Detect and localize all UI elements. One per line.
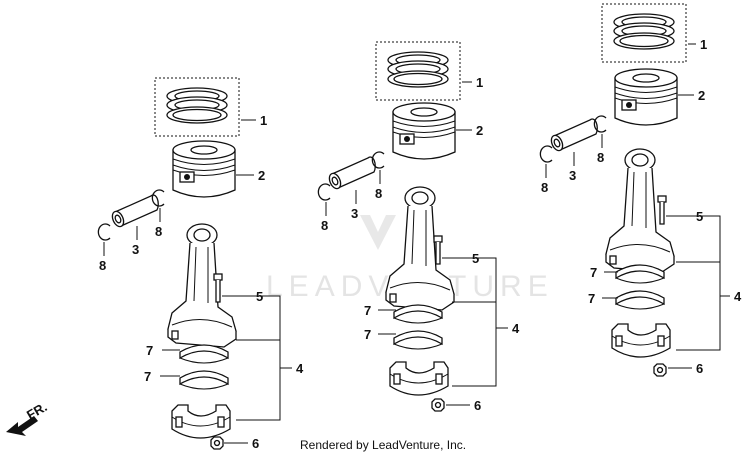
callout-1-middle: 1 [476, 75, 483, 90]
piston [172, 140, 236, 198]
pin-clip-left [317, 183, 331, 201]
callout-7a-middle: 7 [364, 303, 371, 318]
callout-2-left: 2 [258, 168, 265, 183]
bearing-lower [615, 290, 665, 310]
assembly-left: 1 2 3 8 8 5 7 7 6 4 [97, 77, 304, 451]
rod-cap [611, 323, 671, 358]
assembly-right: 1 2 3 8 8 5 7 7 6 4 [539, 3, 742, 377]
callout-4-middle: 4 [512, 321, 520, 336]
callout-8a-right: 8 [597, 150, 604, 165]
callout-8a-middle: 8 [375, 186, 382, 201]
rod-bolt [657, 195, 667, 225]
piston [614, 68, 678, 126]
callout-8b-right: 8 [541, 180, 548, 195]
callout-8a-left: 8 [155, 224, 162, 239]
front-direction-indicator: FR. [6, 399, 50, 436]
bearing-lower [393, 330, 443, 350]
pin-clip-left [97, 223, 111, 241]
rod-cap [171, 404, 231, 439]
callout-7b-left: 7 [144, 369, 151, 384]
credit-text: Rendered by LeadVenture, Inc. [300, 438, 467, 452]
rod-nut [210, 436, 224, 450]
callout-8b-left: 8 [99, 258, 106, 273]
bearing-lower [179, 370, 229, 390]
callout-4-right: 4 [734, 289, 742, 304]
callout-6-middle: 6 [474, 398, 481, 413]
rod-cap [389, 361, 449, 396]
piston-pin [109, 194, 159, 229]
callout-3-left: 3 [132, 242, 139, 257]
piston-pin [326, 156, 376, 191]
callout-3-middle: 3 [351, 206, 358, 221]
rod-nut [653, 363, 667, 377]
bearing-upper [179, 344, 229, 364]
arrow-icon [6, 416, 38, 436]
callout-7a-left: 7 [146, 343, 153, 358]
callout-8b-middle: 8 [321, 218, 328, 233]
callout-6-right: 6 [696, 361, 703, 376]
callout-1-left: 1 [260, 113, 267, 128]
assembly-middle: 1 2 3 8 8 5 7 7 6 4 [317, 41, 520, 413]
callout-6-left: 6 [252, 436, 259, 451]
callout-3-right: 3 [569, 168, 576, 183]
direction-label: FR. [24, 399, 50, 422]
piston-rings [601, 3, 687, 63]
piston-pin [548, 118, 598, 153]
piston [392, 102, 456, 160]
callout-7b-middle: 7 [364, 327, 371, 342]
callout-4-left: 4 [296, 361, 304, 376]
piston-rings [375, 41, 461, 101]
callout-7b-right: 7 [588, 291, 595, 306]
pin-clip-left [539, 145, 553, 163]
rod-nut [431, 398, 445, 412]
connecting-rod [167, 223, 237, 348]
callout-7a-right: 7 [590, 265, 597, 280]
callout-1-right: 1 [700, 37, 707, 52]
callout-2-right: 2 [698, 88, 705, 103]
callout-2-middle: 2 [476, 123, 483, 138]
connecting-rod [385, 186, 455, 311]
piston-rings [154, 77, 240, 137]
